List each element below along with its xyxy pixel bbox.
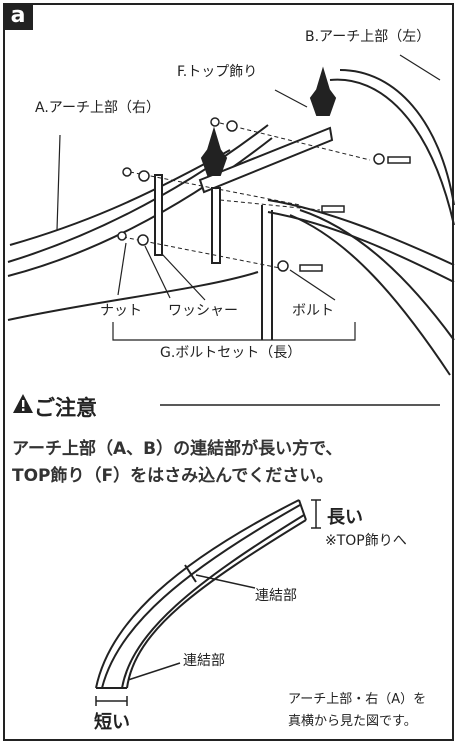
- side-note-line-2: 真横から見た図です。: [288, 714, 417, 729]
- label-joint-upper: 連結部: [255, 588, 297, 604]
- caution-title: ご注意: [34, 396, 97, 420]
- caution-line-2: TOP飾り（F）をはさみ込んでください。: [12, 466, 334, 486]
- label-to-top-ornament: ※TOP飾りへ: [325, 533, 407, 549]
- label-arch-left-b: B.アーチ上部（左）: [305, 29, 431, 45]
- caution-line-1: アーチ上部（A、B）の連結部が長い方で、: [12, 439, 343, 459]
- warning-icon: [13, 394, 33, 413]
- top-ornament-part-f: [198, 66, 337, 264]
- label-washer: ワッシャー: [168, 303, 238, 319]
- label-short: 短い: [94, 712, 130, 733]
- hardware: [117, 117, 411, 272]
- label-joint-lower: 連結部: [183, 653, 225, 669]
- label-long: 長い: [327, 507, 363, 528]
- arch-left-part-b: [261, 69, 455, 376]
- label-top-ornament-f: F.トップ飾り: [177, 64, 258, 80]
- label-bolt: ボルト: [292, 303, 334, 319]
- label-nut: ナット: [100, 303, 142, 319]
- label-arch-right-a: A.アーチ上部（右）: [35, 100, 160, 116]
- detail-arch-side-view: [95, 499, 307, 689]
- side-note-line-1: アーチ上部・右（A）を: [288, 692, 427, 707]
- label-bolt-set-g: G.ボルトセット（長）: [160, 345, 302, 361]
- arch-right-part-a: [7, 124, 273, 321]
- step-badge: a: [3, 3, 33, 30]
- figure-frame: [3, 3, 454, 741]
